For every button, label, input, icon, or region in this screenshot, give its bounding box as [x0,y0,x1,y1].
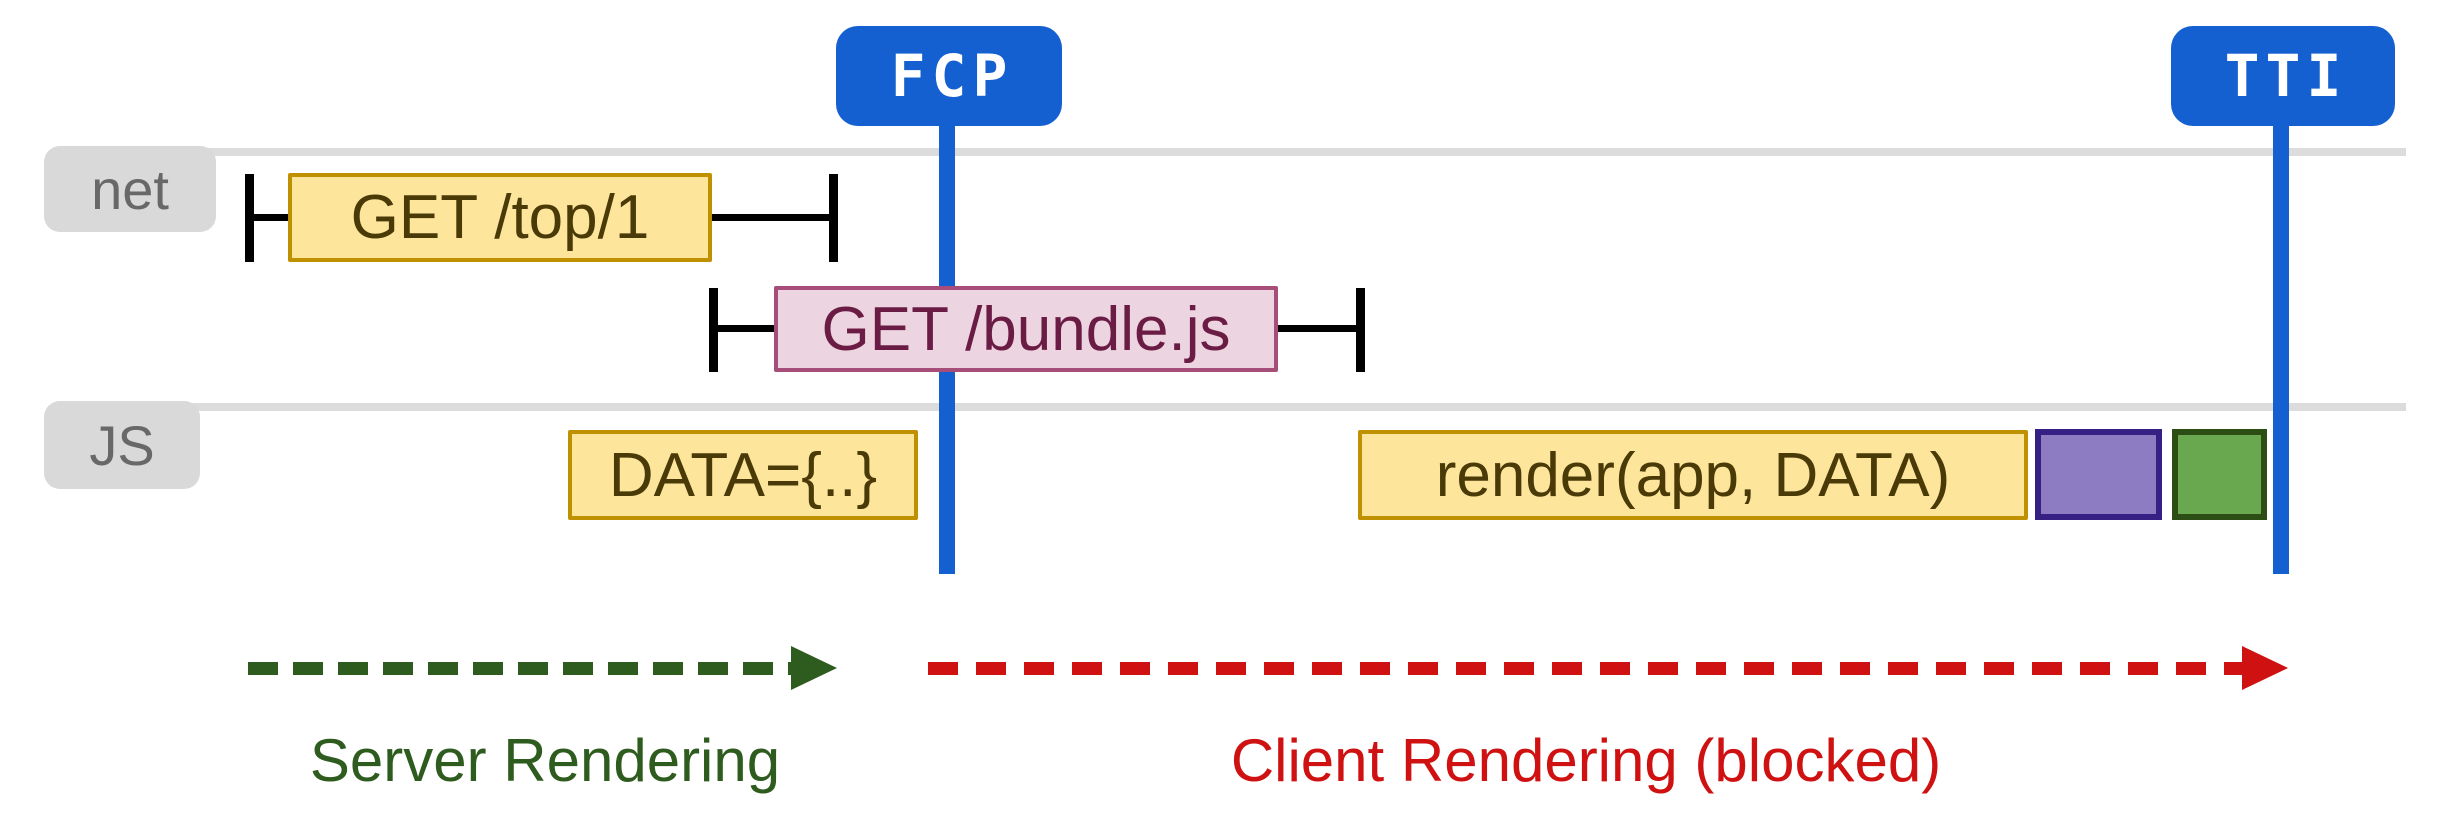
js-task-data-parse: DATA={..} [568,430,918,520]
get-top-end-tick [829,174,838,262]
get-bundle-end-tick [1356,288,1365,372]
get-bundle-start-tick [709,288,718,372]
get-top-start-connector [254,214,288,221]
net-request-get-top: GET /top/1 [288,173,712,262]
get-top-end-connector [712,214,829,221]
net-request-get-bundle: GET /bundle.js [774,286,1278,372]
js-task-green-block [2172,429,2267,520]
net-lane-rail [178,148,2406,156]
server-rendering-arrow-shaft [248,662,793,675]
client-rendering-phase-label: Client Rendering (blocked) [1230,727,1942,794]
client-rendering-arrowhead-icon [2242,646,2288,690]
tti-badge: TTI [2171,26,2395,126]
lane-label-js-text: JS [89,413,155,477]
fcp-badge: FCP [836,26,1062,126]
lane-label-js: JS [44,401,200,489]
js-lane-rail [178,403,2406,411]
tti-badge-text: TTI [2224,42,2348,110]
server-rendering-phase-label: Server Rendering [309,727,781,794]
client-rendering-arrow-shaft [928,662,2246,675]
js-task-render-call: render(app, DATA) [1358,430,2028,520]
get-top-start-tick [245,174,254,262]
get-bundle-start-connector [718,325,774,332]
tti-marker-line [2273,118,2289,574]
fcp-badge-text: FCP [890,42,1014,110]
get-bundle-end-connector [1278,325,1356,332]
lane-label-net-text: net [91,157,169,221]
lane-label-net: net [44,146,216,232]
server-rendering-arrowhead-icon [791,646,837,690]
js-task-purple-block [2035,429,2162,520]
